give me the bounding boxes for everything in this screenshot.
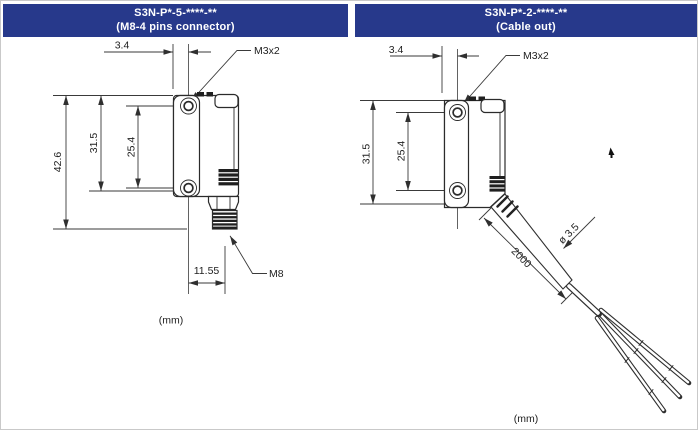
left-unit-label: (mm) bbox=[159, 315, 184, 327]
left-screw-label: M3x2 bbox=[254, 45, 280, 57]
right-dim-25-4-label: 25.4 bbox=[396, 141, 408, 162]
right-panel-header: S3N-P*-2-****-** (Cable out) bbox=[355, 4, 697, 37]
cable-wires bbox=[594, 307, 692, 414]
left-dim-31-5-label: 31.5 bbox=[88, 133, 100, 154]
screw-hole-bottom bbox=[180, 179, 197, 197]
left-panel-header: S3N-P*-5-****-** (M8-4 pins connector) bbox=[3, 4, 348, 37]
left-panel-title-line2: (M8-4 pins connector) bbox=[116, 21, 235, 33]
right-unit-label: (mm) bbox=[514, 413, 539, 425]
left-dimensions bbox=[53, 44, 267, 294]
indicator-window bbox=[480, 98, 505, 114]
cable-gland-ribs bbox=[496, 195, 519, 218]
top-button-2 bbox=[478, 96, 485, 101]
left-dim-25-4-label: 25.4 bbox=[126, 137, 138, 158]
top-button bbox=[197, 92, 204, 97]
top-button bbox=[469, 96, 476, 101]
side-ribs bbox=[489, 176, 505, 192]
side-ribs bbox=[218, 169, 239, 186]
right-panel-title-line2: (Cable out) bbox=[496, 21, 556, 33]
front-mounting-plate bbox=[443, 99, 470, 209]
right-dimensions bbox=[360, 46, 596, 305]
left-connector-label: M8 bbox=[269, 268, 284, 280]
right-dim-31-5-label: 31.5 bbox=[361, 144, 373, 165]
right-drawing: 3.4 M3x2 31.5 25.4 2000 ø 3.5 (mm) bbox=[360, 44, 692, 425]
right-screw-label: M3x2 bbox=[523, 50, 549, 62]
m8-thread bbox=[213, 212, 237, 229]
left-dim-42-6-label: 42.6 bbox=[52, 152, 64, 173]
right-panel-title-line1: S3N-P*-2-****-** bbox=[484, 7, 568, 19]
screw-hole-top bbox=[180, 97, 197, 115]
cursor-artifact bbox=[608, 147, 615, 158]
screw-hole-bottom bbox=[449, 182, 466, 199]
right-dim-3-4-label: 3.4 bbox=[389, 44, 404, 56]
left-dim-11-55-label: 11.55 bbox=[194, 265, 220, 277]
left-dim-3-4-label: 3.4 bbox=[115, 40, 130, 52]
m8-connector bbox=[207, 195, 240, 230]
top-button-2 bbox=[206, 92, 213, 97]
right-sensor-body bbox=[443, 96, 506, 209]
connector-leader-line bbox=[229, 235, 267, 274]
left-panel-title-line1: S3N-P*-5-****-** bbox=[134, 7, 217, 19]
screw-hole-top bbox=[449, 104, 466, 121]
cable-assembly bbox=[490, 193, 692, 414]
front-mounting-plate bbox=[172, 94, 201, 198]
screw-leader-line bbox=[463, 55, 520, 104]
left-sensor-body bbox=[172, 92, 240, 230]
screw-leader-line bbox=[190, 50, 251, 102]
indicator-window bbox=[214, 93, 239, 109]
left-drawing: 3.4 M3x2 42.6 31.5 25.4 11.55 M8 (mm) bbox=[52, 40, 284, 327]
